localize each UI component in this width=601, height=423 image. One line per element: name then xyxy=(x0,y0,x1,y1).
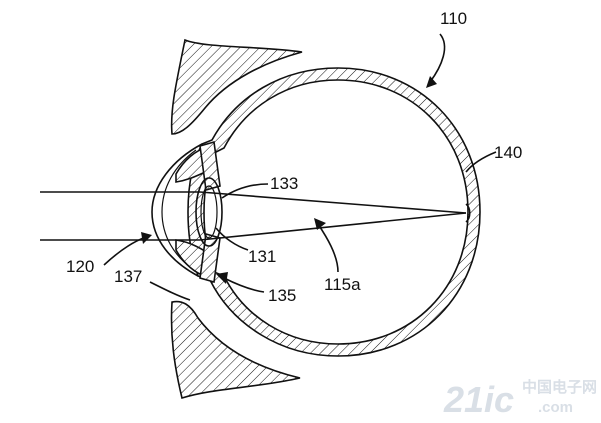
label-110: 110 xyxy=(440,9,467,28)
ciliary-upper xyxy=(199,140,221,192)
leader-133 xyxy=(221,183,269,199)
refracted-ray-top xyxy=(199,191,467,214)
label-133: 133 xyxy=(270,174,298,193)
arrowhead-120 xyxy=(141,232,152,244)
watermark-cn: 中国电子网 xyxy=(522,378,597,396)
arrowhead-115a xyxy=(314,218,326,230)
label-137: 137 xyxy=(114,267,142,286)
leader-115a xyxy=(317,223,339,273)
label-140: 140 xyxy=(494,143,522,162)
refracted-ray-bottom xyxy=(199,212,467,241)
leader-120 xyxy=(103,236,147,266)
label-120: 120 xyxy=(66,257,94,276)
crystalline-lens xyxy=(195,177,223,247)
label-115a: 115a xyxy=(324,275,361,294)
cornea-inner xyxy=(161,149,197,271)
leader-135 xyxy=(223,277,265,293)
arrowhead-135 xyxy=(216,272,228,284)
watermark-logo: 21ic xyxy=(443,379,514,420)
label-131: 131 xyxy=(248,247,276,266)
leader-131 xyxy=(215,227,249,251)
fovea-mark xyxy=(465,203,471,223)
leader-110 xyxy=(429,33,446,83)
ciliary-lower xyxy=(199,232,221,284)
label-135: 135 xyxy=(268,286,296,305)
watermark-domain: .com xyxy=(538,399,573,416)
upper-eyelid xyxy=(170,38,303,135)
sclera-wall xyxy=(187,67,481,357)
arrowhead-110 xyxy=(426,76,437,88)
leader-137 xyxy=(149,281,191,301)
cornea xyxy=(151,143,203,277)
lens-nucleus xyxy=(200,185,218,239)
lower-eyelid xyxy=(170,300,301,400)
leader-140 xyxy=(465,151,497,173)
